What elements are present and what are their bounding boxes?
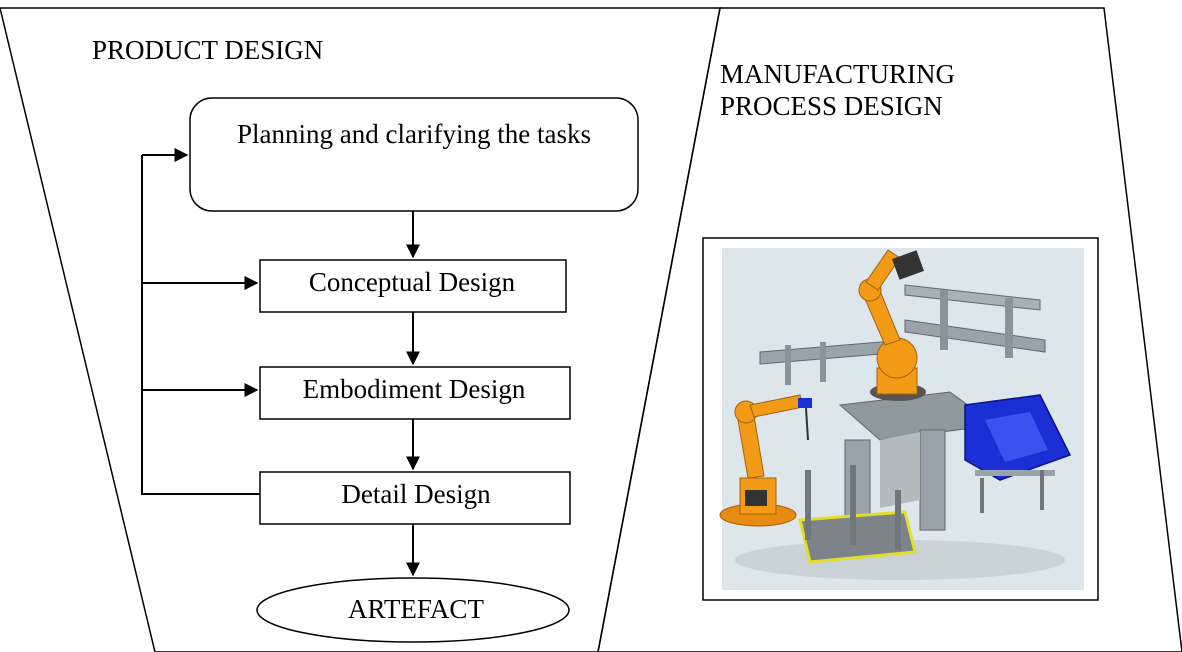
planning-label: Planning and clarifying the tasks [237, 119, 591, 149]
detail-design-label: Detail Design [341, 479, 491, 509]
conceptual-design-label: Conceptual Design [308, 267, 516, 297]
detail-design-box [259, 471, 571, 525]
robotic-cell-illustration [719, 248, 1084, 590]
product-design-title: PRODUCT DESIGN [92, 35, 324, 65]
embodiment-design-label: Embodiment Design [302, 374, 526, 404]
artefact-ellipse [256, 577, 570, 643]
manufacturing-process-title: MANUFACTURING PROCESS DESIGN [720, 59, 956, 121]
manufacturing-process-panel [597, 7, 1182, 652]
feedback-loop-line [141, 155, 260, 495]
embodiment-design-box [259, 366, 571, 420]
product-design-panel [0, 7, 721, 652]
artefact-label: ARTEFACT [348, 594, 484, 624]
conceptual-design-box [259, 259, 567, 313]
planning-box [189, 97, 639, 212]
